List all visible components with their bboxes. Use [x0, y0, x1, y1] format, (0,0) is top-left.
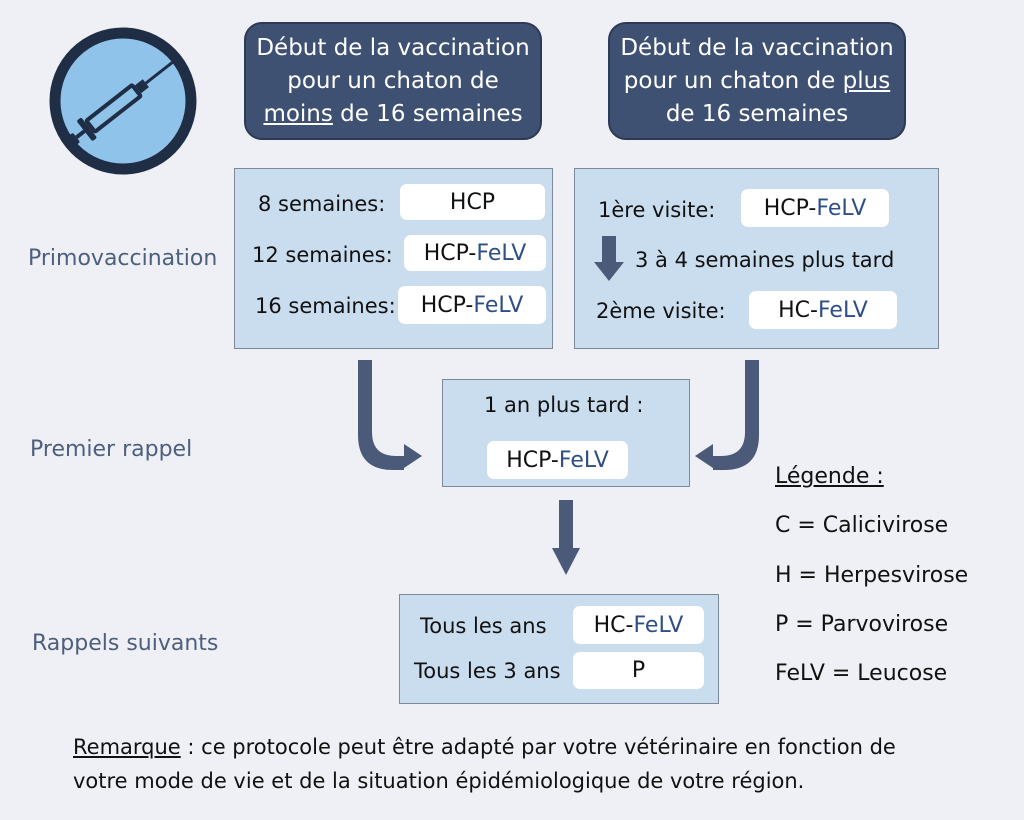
vaccine-pill: HCP-FeLV	[398, 286, 546, 324]
right-bent-arrow-icon	[695, 360, 759, 470]
vaccine-code-felv: FeLV	[817, 297, 868, 323]
schedule-label: 8 semaines:	[258, 192, 386, 216]
header-right-line2: pour un chaton de	[623, 67, 843, 94]
section-label-premier-rappel: Premier rappel	[30, 437, 193, 462]
schedule-label: 16 semaines:	[255, 294, 396, 318]
visit2-vaccine-pill: HC-FeLV	[749, 291, 897, 329]
vaccine-code-felv: FeLV	[476, 240, 527, 266]
header-left-emphasis: moins	[263, 100, 333, 127]
visit1-label: 1ère visite:	[598, 198, 716, 222]
header-left-line3: de 16 semaines	[332, 100, 523, 127]
header-kitten-under-16-weeks: Début de la vaccination pour un chaton d…	[244, 22, 542, 140]
header-kitten-over-16-weeks: Début de la vaccination pour un chaton d…	[608, 22, 906, 140]
legend-item-felv: FeLV = Leucose	[775, 661, 948, 686]
header-right-line1: Début de la vaccination	[620, 34, 894, 61]
remark-line2: votre mode de vie et de la situation épi…	[73, 769, 805, 793]
remark-line1: : ce protocole peut être adapté par votr…	[180, 735, 896, 759]
first-booster-vaccine-pill: HCP-FeLV	[487, 441, 628, 479]
down-arrow-icon	[594, 236, 624, 282]
vaccine-code: HC-	[778, 297, 818, 323]
vaccine-code: HCP-	[506, 447, 559, 473]
visit2-label: 2ème visite:	[596, 299, 726, 323]
header-right-emphasis: plus	[842, 67, 891, 94]
schedule-label: 12 semaines:	[252, 243, 393, 267]
vaccine-code: P	[631, 658, 646, 683]
header-left-line1: Début de la vaccination	[256, 34, 530, 61]
vaccine-code: HCP	[449, 189, 496, 215]
vaccine-code-felv: FeLV	[816, 195, 867, 221]
first-booster-title: 1 an plus tard :	[484, 393, 644, 417]
vaccine-code: HC-	[593, 612, 634, 638]
vaccine-code: HCP-	[763, 195, 817, 221]
yearly-label: Tous les ans	[420, 614, 547, 638]
remark-note: Remarque : ce protocole peut être adapté…	[73, 730, 973, 798]
legend-item: H = Herpesvirose	[775, 563, 969, 588]
vaccine-code-felv: FeLV	[633, 612, 684, 638]
visit1-vaccine-pill: HCP-FeLV	[741, 189, 889, 227]
vaccine-pill: HCP	[400, 184, 545, 220]
syringe-icon	[48, 26, 198, 176]
triennial-vaccine-pill: P	[573, 652, 704, 689]
legend-item: P = Parvovirose	[775, 612, 949, 637]
yearly-vaccine-pill: HC-FeLV	[573, 606, 704, 644]
triennial-label: Tous les 3 ans	[414, 659, 561, 683]
center-down-arrow-icon	[552, 500, 580, 575]
header-left-line2: pour un chaton de	[287, 67, 499, 94]
vaccine-code-felv: FeLV	[473, 292, 524, 318]
legend-item: C = Calicivirose	[775, 513, 949, 538]
left-bent-arrow-icon	[358, 360, 422, 470]
vaccine-code-felv: FeLV	[558, 447, 609, 473]
interval-text: 3 à 4 semaines plus tard	[635, 248, 895, 272]
legend-title: Légende :	[775, 464, 884, 489]
section-label-rappels-suivants: Rappels suivants	[32, 631, 219, 656]
vaccine-code: HCP-	[420, 292, 474, 318]
vaccine-code: HCP-	[423, 240, 477, 266]
header-right-line3: de 16 semaines	[665, 100, 849, 127]
section-label-primovaccination: Primovaccination	[28, 246, 218, 271]
vaccine-pill: HCP-FeLV	[404, 235, 546, 271]
remark-prefix: Remarque	[73, 735, 181, 759]
